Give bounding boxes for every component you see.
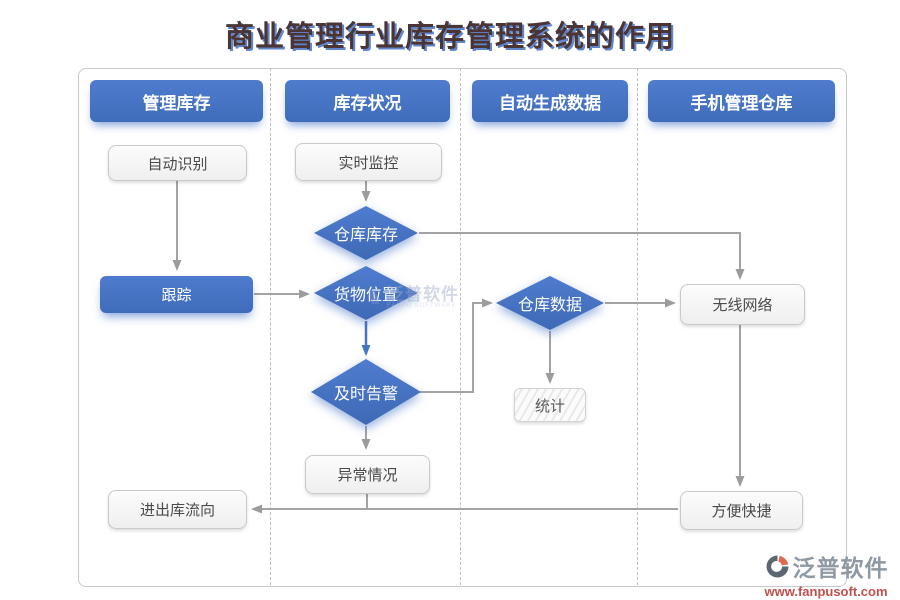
node-inout-flow: 进出库流向 — [108, 490, 247, 529]
node-track: 跟踪 — [100, 276, 253, 313]
column-separator-2 — [460, 68, 461, 585]
fanpu-website-url: www.fanpusoft.com — [764, 584, 888, 599]
page-title: 商业管理行业库存管理系统的作用 — [224, 19, 675, 53]
node-wireless-network: 无线网络 — [680, 284, 805, 325]
node-realtime-monitor: 实时监控 — [295, 143, 442, 181]
column-separator-3 — [637, 68, 638, 585]
node-statistics: 统计 — [514, 388, 586, 422]
fanpu-logo-icon — [766, 555, 788, 577]
node-abnormal-situation: 异常情况 — [305, 455, 430, 494]
node-warehouse-stock: 仓库库存 — [314, 206, 418, 260]
column-header-manage-inventory: 管理库存 — [90, 80, 263, 122]
column-header-mobile-warehouse: 手机管理仓库 — [648, 80, 835, 122]
node-auto-identify: 自动识别 — [108, 145, 247, 181]
fanpu-brand-name: 泛普软件 — [792, 555, 889, 581]
node-goods-location: 货物位置 — [314, 266, 418, 320]
node-warehouse-data: 仓库数据 — [496, 276, 604, 330]
column-header-inventory-status: 库存状况 — [285, 80, 450, 122]
column-header-auto-data: 自动生成数据 — [472, 80, 628, 122]
fanpu-logo: 泛普软件 www.fanpusoft.com — [760, 549, 892, 599]
node-convenient: 方便快捷 — [680, 491, 803, 530]
column-separator-1 — [270, 68, 271, 585]
node-timely-alert: 及时告警 — [311, 359, 421, 425]
